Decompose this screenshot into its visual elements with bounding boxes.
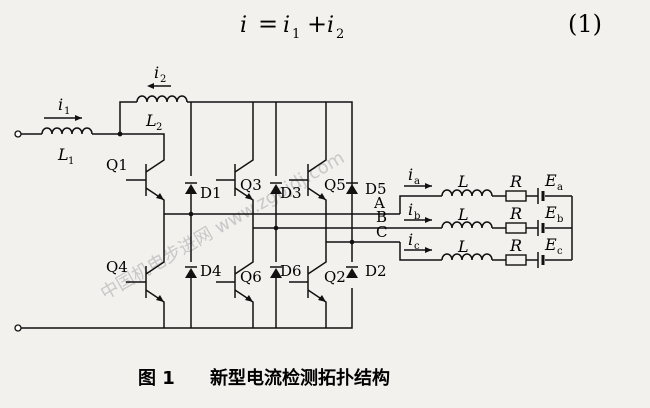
label-D4: D4 [200,262,222,280]
label-ia-sub: a [414,176,420,187]
transistor-q1 [126,156,165,214]
label-ic-sub: c [414,241,420,252]
label-i2: i [154,63,159,82]
transistor-q4 [126,256,165,328]
label-i1-sub: 1 [64,106,70,117]
eq-term2-sub: 2 [336,27,344,42]
label-D6: D6 [280,262,302,280]
i1-arrowhead [75,115,82,121]
input-terminal-bottom [14,324,22,332]
label-A: A [373,194,385,212]
eq-term1: i [283,13,290,38]
transistor-q6 [216,256,254,328]
i2-arrowhead [147,83,154,89]
label-Lc: L [457,237,469,256]
label-Ea: E [544,171,557,190]
l1-inductor [41,127,93,135]
label-Lb: L [457,205,469,224]
label-Q1: Q1 [106,156,128,174]
top-rail [187,101,353,218]
wire-l2-left [119,101,137,134]
diode-d2 [346,266,358,278]
label-Q5: Q5 [324,176,346,194]
label-Ra: R [509,172,522,191]
label-Rb: R [509,204,522,223]
label-L1: L [57,145,69,164]
l2-inductor [136,95,188,103]
label-Ec: E [544,235,557,254]
label-Rc: R [509,236,522,255]
eq-term1-sub: 1 [292,27,300,42]
label-Q6: Q6 [240,268,262,286]
transistor-q2 [289,256,327,328]
label-Ea-sub: a [557,182,563,193]
label-Q3: Q3 [240,176,262,194]
input-terminal-top [14,130,22,138]
bus-upper [120,133,165,156]
eq-term2: i [327,13,334,38]
label-i2-sub: 2 [160,74,166,85]
label-Q2: Q2 [324,268,346,286]
equation: i = i 1 + i 2 (1) [240,10,602,42]
label-ib-sub: b [414,211,420,222]
diode-d3 [270,182,282,228]
label-D3: D3 [280,184,302,202]
bottom-rail [21,288,353,329]
label-Eb-sub: b [557,214,563,225]
label-C: C [376,223,387,241]
label-B: B [376,208,387,226]
label-D5: D5 [365,180,387,198]
eq-equals: = [258,10,278,38]
load-phase-a [399,188,572,214]
label-L1-sub: 1 [68,156,74,167]
label-L2-sub: 2 [156,122,162,133]
caption-title: 新型电流检测拓扑结构 [210,367,390,389]
label-D1: D1 [200,184,222,202]
eq-plus: + [307,10,327,38]
eq-number: (1) [568,10,602,38]
load-phase-c [399,242,572,268]
eq-lhs: i [240,13,247,38]
caption-figure-number: 图 1 [138,368,175,389]
diode-d5 [346,182,358,194]
label-i1: i [58,95,63,114]
label-ia: i [408,165,413,184]
transistor-q5 [289,156,327,242]
label-Eb: E [544,203,557,222]
label-D2: D2 [365,262,387,280]
transistor-q3 [216,156,254,228]
diode-d4 [185,266,197,328]
load-phase-b [400,220,572,236]
label-ib: i [408,200,413,219]
label-La: L [457,172,469,191]
label-Ec-sub: c [557,246,563,257]
label-ic: i [408,230,413,249]
diode-d1 [185,182,197,214]
diode-d6 [270,266,282,328]
label-L2: L [145,111,157,130]
label-Q4: Q4 [106,258,128,276]
